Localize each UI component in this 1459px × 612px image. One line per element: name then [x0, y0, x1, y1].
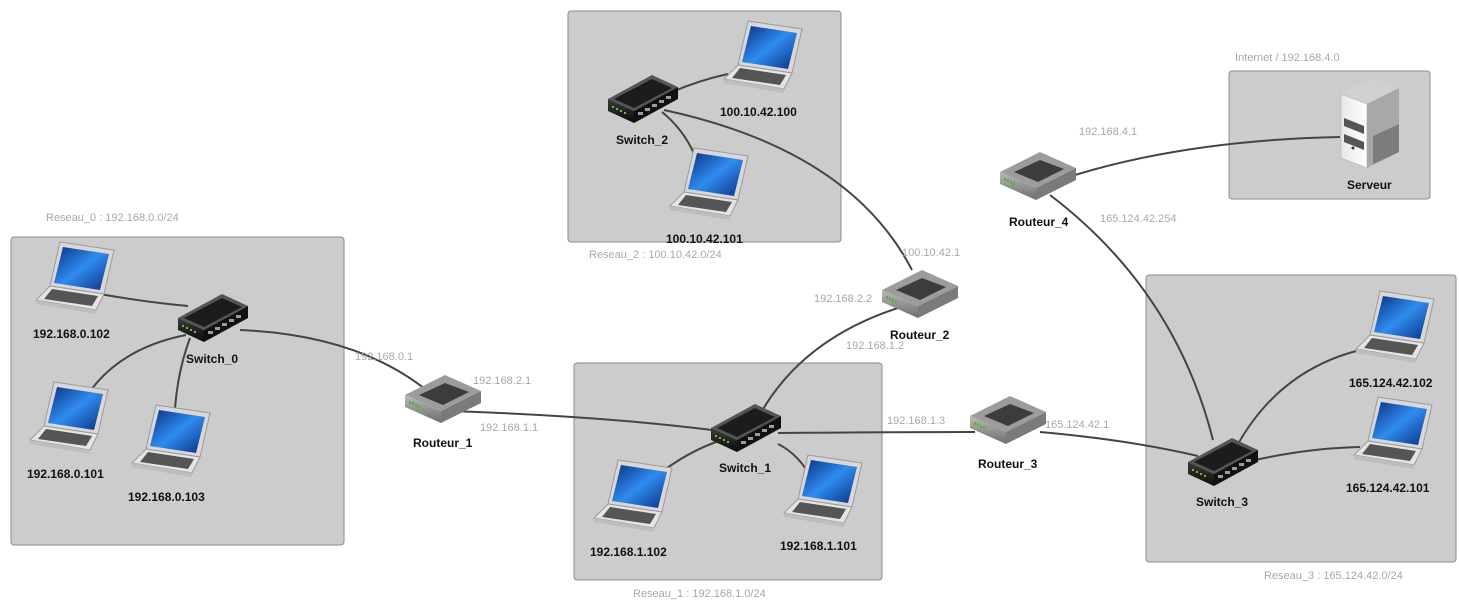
link-switch2-routeur2 — [663, 109, 913, 271]
pc-0-101-label: 192.168.0.101 — [27, 467, 104, 481]
ip-r3-a: 192.168.1.3 — [887, 415, 945, 427]
link-switch0-routeur1 — [239, 329, 431, 394]
link-routeur1-switch1 — [449, 410, 713, 431]
routeur-3[interactable] — [970, 396, 1046, 444]
switch-0-label: Switch_0 — [186, 352, 238, 366]
routeur-2[interactable] — [882, 270, 958, 318]
pc-2-101-label: 100.10.42.101 — [666, 232, 743, 246]
pc-2-100-label: 100.10.42.100 — [720, 105, 797, 119]
link-switch3-pc3102 — [1237, 349, 1361, 445]
switch-2-label: Switch_2 — [616, 133, 668, 147]
ip-r4-a: 192.168.4.1 — [1079, 126, 1137, 138]
pc-1-101-label: 192.168.1.101 — [780, 539, 857, 553]
pc-3-101-label: 165.124.42.101 — [1346, 481, 1430, 495]
ip-r1-b: 192.168.2.1 — [473, 375, 531, 387]
pc-0-102-label: 192.168.0.102 — [33, 327, 110, 341]
ip-r3-b: 165.124.42.1 — [1045, 419, 1109, 431]
link-switch1-routeur2 — [757, 307, 899, 419]
pc-3-102-label: 165.124.42.102 — [1349, 376, 1433, 390]
serveur[interactable] — [1340, 77, 1400, 169]
ip-r2-c: 192.168.1.2 — [846, 340, 904, 352]
routeur-1-label: Routeur_1 — [413, 436, 473, 450]
ip-r1-c: 192.168.1.1 — [480, 422, 538, 434]
ip-r2-b: 192.168.2.2 — [814, 293, 872, 305]
reseau-2-label: Reseau_2 : 100.10.42.0/24 — [589, 249, 722, 261]
routeur-4-label: Routeur_4 — [1009, 215, 1069, 229]
pc-0-103-label: 192.168.0.103 — [128, 490, 205, 504]
ip-r4-b: 165.124.42.254 — [1100, 213, 1176, 225]
routeur-4[interactable] — [1000, 152, 1076, 200]
link-routeur4-serveur — [1074, 136, 1341, 176]
routeur-3-label: Routeur_3 — [978, 457, 1038, 471]
internet-box — [1228, 70, 1431, 200]
switch-1-label: Switch_1 — [719, 461, 771, 475]
switch-3-label: Switch_3 — [1196, 495, 1248, 509]
link-switch1-routeur3 — [777, 431, 976, 434]
ip-r2-a: 100.10.42.1 — [902, 247, 960, 259]
link-switch3-pc3101 — [1254, 446, 1361, 461]
routeur-2-label: Routeur_2 — [890, 328, 950, 342]
serveur-label: Serveur — [1347, 178, 1392, 192]
link-switch0-pc0103 — [174, 337, 191, 409]
reseau-1-label: Reseau_1 : 192.168.1.0/24 — [633, 588, 766, 600]
pc-1-102-label: 192.168.1.102 — [590, 545, 667, 559]
link-routeur3-switch3 — [1039, 431, 1199, 457]
link-routeur4-switch3 — [1049, 194, 1214, 441]
ip-r1-a: 192.168.0.1 — [355, 351, 413, 363]
reseau-3-label: Reseau_3 : 165.124.42.0/24 — [1264, 570, 1403, 582]
internet-label: Internet / 192.168.4.0 — [1235, 52, 1340, 64]
link-switch0-pc0102 — [99, 293, 189, 307]
reseau-0-label: Reseau_0 : 192.168.0.0/24 — [46, 212, 179, 224]
link-switch0-pc0101 — [87, 334, 187, 395]
